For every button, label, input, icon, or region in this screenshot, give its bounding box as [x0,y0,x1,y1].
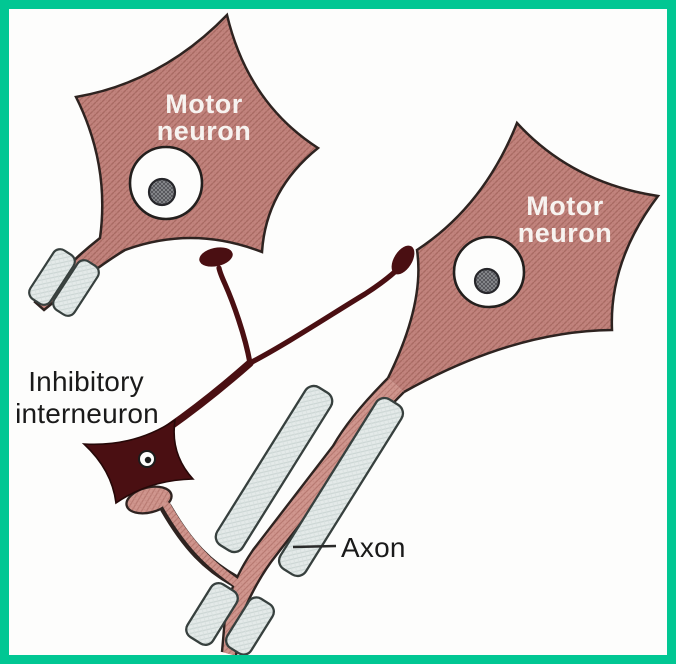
motor-neuron-2-label-line1: Motor [526,191,603,221]
motor-neuron-1-label-line1: Motor [165,89,242,119]
myelin-segment-mn1-right [52,259,100,317]
axon-label-pointer-line [292,544,337,549]
myelin-segment-lower-left [185,582,239,646]
interneuron-axon-branch-right [247,264,403,366]
interneuron-axon [164,245,415,432]
myelin-segment-upper-left [214,384,334,554]
motor-neuron-2-label-line2: neuron [518,218,613,248]
motor-neuron-2-soma-outline [386,120,661,394]
interneuron-label-line1: Inhibitory [28,366,144,397]
myelin-segment-lower-right [225,596,275,656]
axon-collateral [163,502,242,588]
motor-neuron-2-soma [388,123,658,392]
motor-neuron-2: Motor neuron [386,120,661,394]
interneuron-axon-trunk [164,359,254,432]
axon-label: Axon [292,532,406,563]
axon-label-text: Axon [341,532,406,563]
myelin-sheath [185,384,405,656]
motor-neuron-2-nucleolus [473,267,501,295]
interneuron-label-line2: interneuron [15,398,159,429]
motor-neuron-1-nucleolus [147,177,177,207]
myelin-segment-upper-right [277,396,405,578]
inhibitory-interneuron-nucleolus [144,456,152,464]
interneuron-label: Inhibitory interneuron [15,366,159,429]
synaptic-bouton-left [199,247,233,267]
motor-neuron-1-label-line2: neuron [157,116,252,146]
inhibitory-interneuron [81,418,195,505]
synaptic-bouton-right [391,245,415,275]
motor-neuron-1: Motor neuron [28,12,321,317]
myelin-segment-mn1-left [28,248,76,306]
interneuron-axon-branch-left [216,265,253,366]
